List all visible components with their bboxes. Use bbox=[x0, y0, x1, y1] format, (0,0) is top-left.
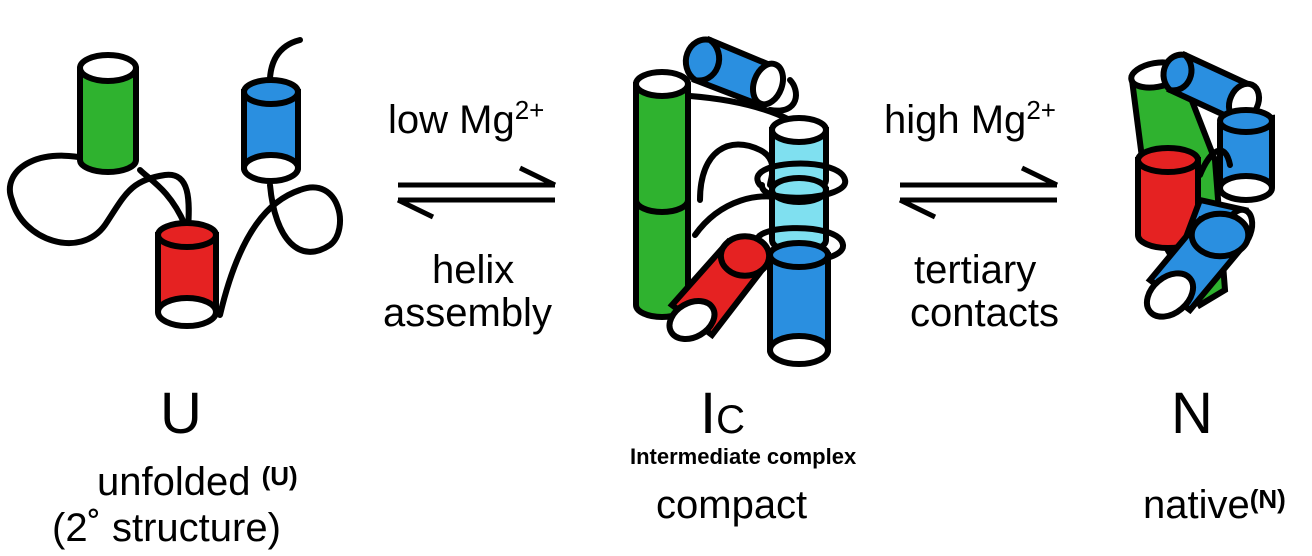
arrow2-top-label: high Mg2+ bbox=[884, 97, 1056, 142]
arrow1-top-label: low Mg2+ bbox=[388, 97, 544, 142]
state-n-abbr: (N) bbox=[1249, 484, 1286, 514]
blue-helix-mid bbox=[1217, 107, 1275, 203]
arrow2-bottom-label-1: tertiary bbox=[914, 248, 1037, 292]
red-helix bbox=[154, 220, 220, 329]
red-helix bbox=[666, 233, 773, 342]
arrow2-top-main: high Mg bbox=[884, 98, 1027, 142]
state-ic-name: compact bbox=[656, 483, 808, 527]
state-ic-symbol: IC bbox=[700, 385, 745, 443]
blue-helix-bottom bbox=[1143, 210, 1252, 320]
state-n-name-row: native(N) bbox=[1143, 485, 1286, 525]
blue-helix-bottom bbox=[766, 240, 832, 367]
arrow1-bottom-label-1: helix bbox=[432, 248, 515, 292]
equilibrium-arrow-1 bbox=[396, 165, 557, 220]
loop-strand bbox=[137, 167, 188, 228]
arrow1-top-main: low Mg bbox=[388, 98, 515, 142]
native-structure bbox=[1128, 50, 1275, 320]
state-u-symbol: U bbox=[160, 381, 202, 446]
arrow2-top-sup: 2+ bbox=[1026, 95, 1056, 125]
loop-strand bbox=[217, 182, 343, 318]
compact-structure bbox=[633, 36, 848, 367]
light-blue-helix bbox=[769, 115, 829, 255]
state-ic-full-name: Intermediate complex bbox=[630, 444, 857, 469]
blue-helix-top bbox=[682, 36, 786, 110]
unfolded-structure bbox=[7, 37, 343, 329]
arrow1-bottom-label-2: assembly bbox=[383, 291, 552, 335]
loop-strand bbox=[7, 152, 192, 246]
green-helix bbox=[77, 52, 139, 175]
blue-helix bbox=[240, 77, 302, 184]
state-u-name-row: unfolded (U) bbox=[97, 462, 298, 502]
state-ic-symbol-sub: C bbox=[716, 398, 746, 442]
state-n-symbol: N bbox=[1171, 381, 1213, 446]
blue-helix-top bbox=[1160, 50, 1263, 125]
state-u-detail: (2˚ structure) bbox=[52, 506, 281, 550]
state-u-abbr: (U) bbox=[261, 461, 298, 491]
state-n-name: native bbox=[1143, 483, 1250, 527]
state-u-name: unfolded bbox=[97, 460, 251, 504]
equilibrium-arrow-2 bbox=[898, 165, 1059, 220]
arrow2-bottom-label-2: contacts bbox=[910, 291, 1059, 335]
arrow1-top-sup: 2+ bbox=[514, 95, 545, 125]
state-ic-symbol-main: I bbox=[700, 381, 717, 446]
green-helix bbox=[633, 69, 691, 320]
